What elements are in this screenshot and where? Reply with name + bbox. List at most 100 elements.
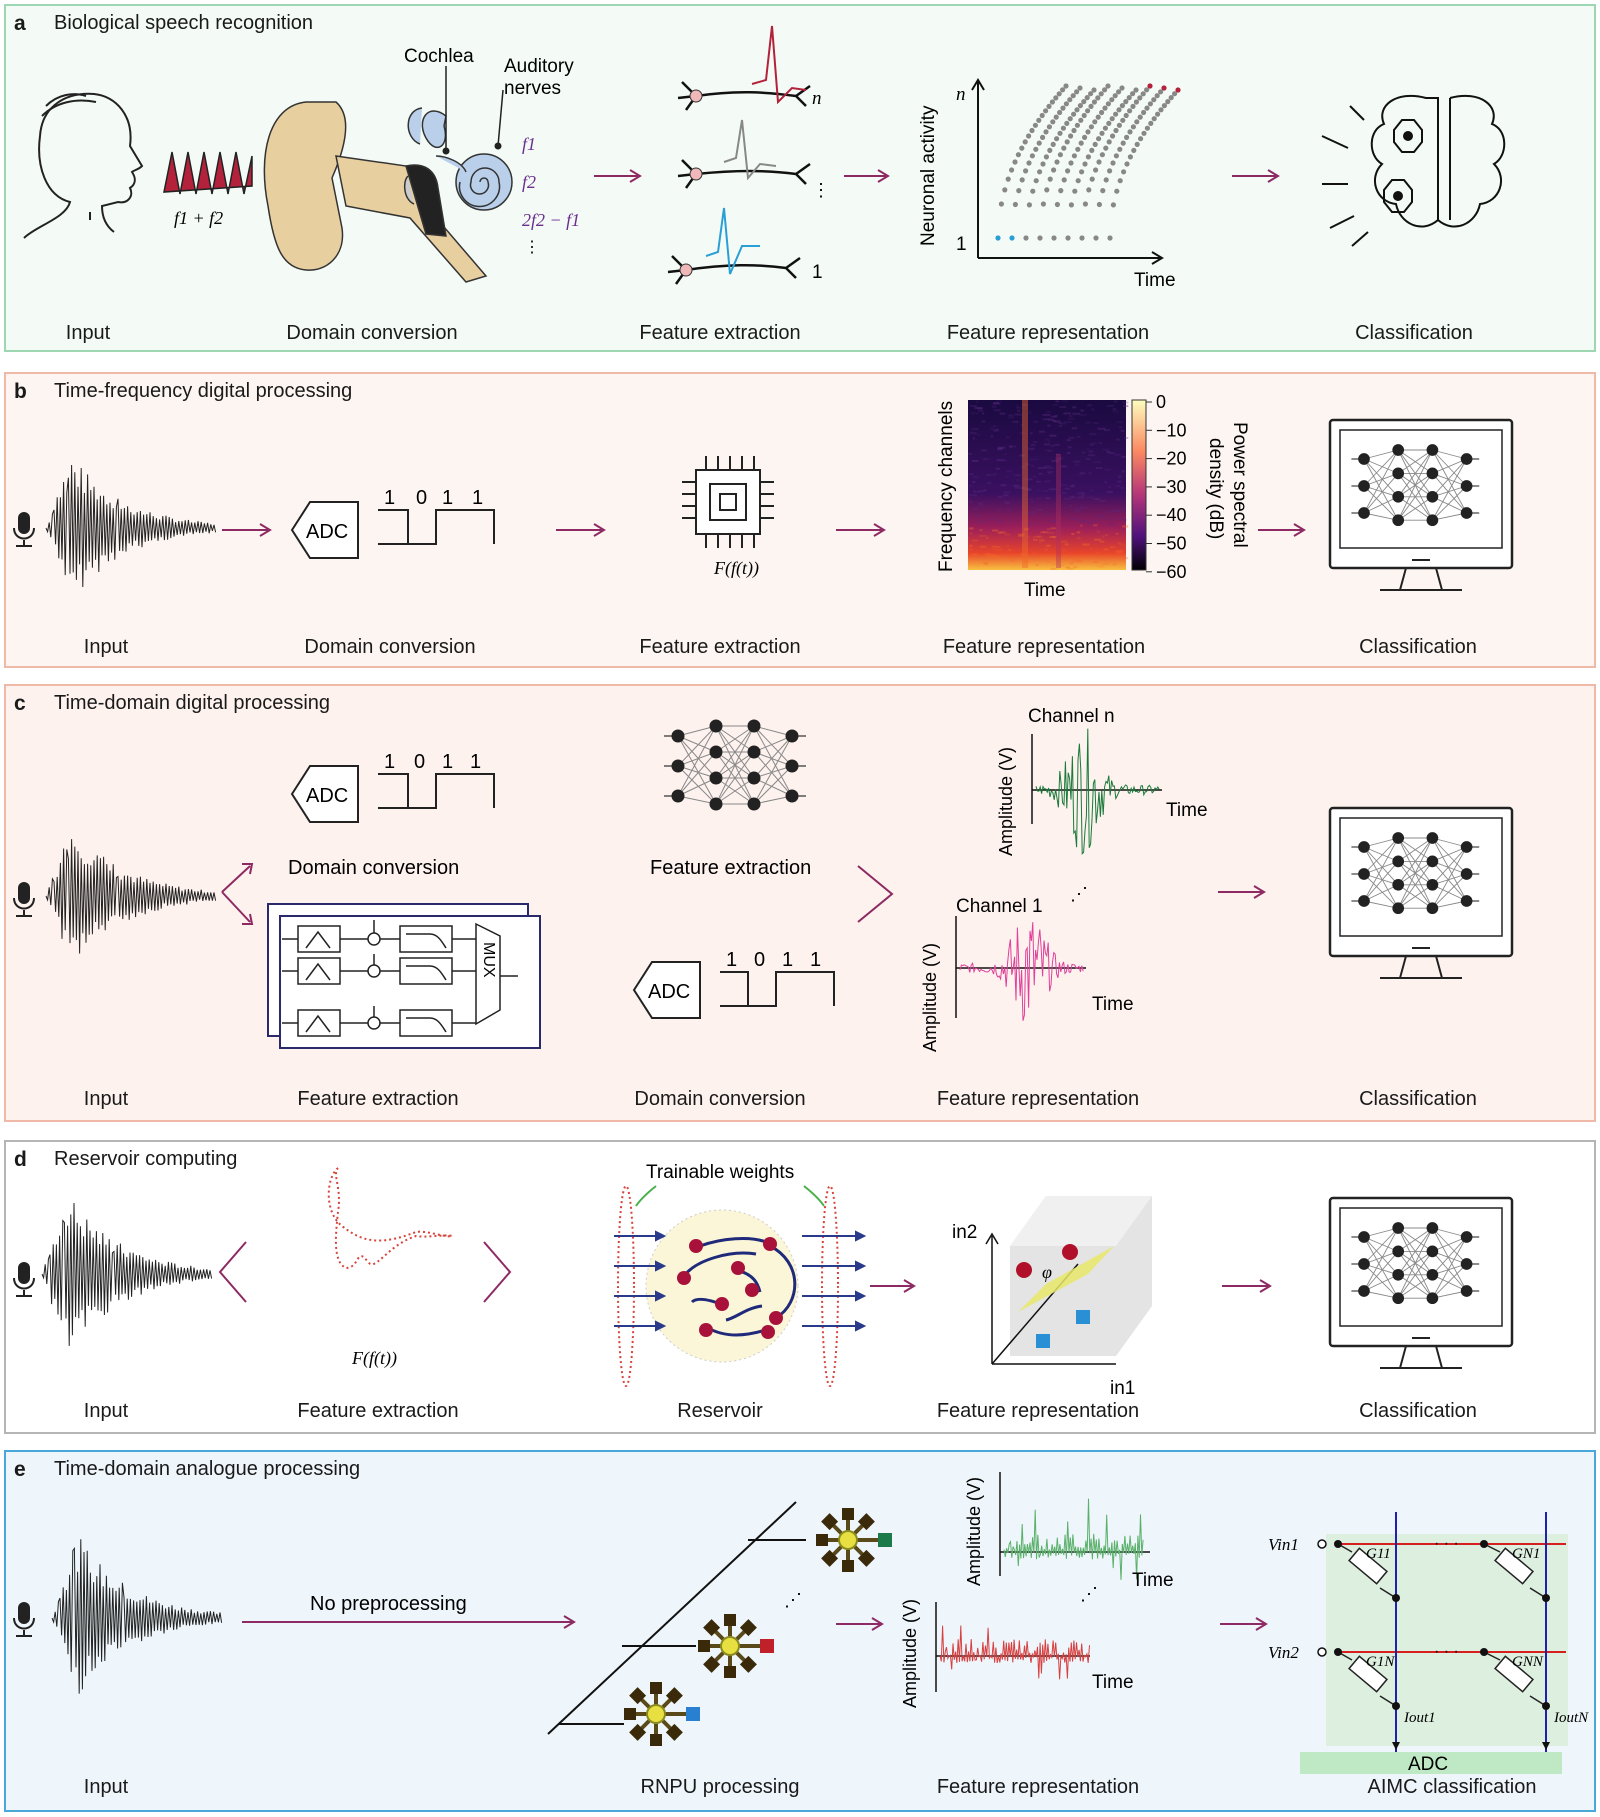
caption: Input — [83, 1088, 129, 1110]
caption: Feature representation — [936, 1400, 1140, 1422]
audio-waveform — [41, 1202, 213, 1346]
colorbar — [1131, 399, 1147, 571]
svg-text:−30: −30 — [1156, 477, 1187, 497]
microphone-icon — [13, 1262, 35, 1297]
merge-arrow — [857, 865, 894, 923]
caption: Feature representation — [946, 322, 1150, 344]
vin2-label: Vin2 — [1268, 1643, 1299, 1662]
caption: Domain conversion — [634, 1088, 806, 1110]
caption: Domain conversion — [304, 636, 476, 658]
panel-label: a — [14, 12, 26, 35]
svg-text:−60: −60 — [1156, 562, 1187, 582]
adc-bar — [1300, 1752, 1562, 1774]
time-label: Time — [1092, 1672, 1134, 1693]
adc-label: ADC — [306, 521, 348, 543]
dots: · · · — [1434, 1535, 1459, 1552]
class-cube — [1036, 1334, 1050, 1348]
adc-label: ADC — [1408, 1754, 1448, 1775]
colorbar-label-2: density (dB) — [1205, 438, 1226, 539]
bit: 0 — [416, 487, 427, 509]
rnpu-output-trace — [939, 1625, 1090, 1680]
soma — [689, 167, 703, 181]
dots: ⋰ — [1070, 884, 1088, 904]
ear-icon — [263, 101, 513, 283]
bit: 1 — [470, 751, 481, 773]
bit: 1 — [384, 487, 395, 509]
channel-1-trace — [959, 922, 1084, 1021]
panel-b: b Time-frequency digital processing ADC … — [4, 372, 1596, 668]
caption: Reservoir — [677, 1400, 763, 1422]
arrow-head — [1253, 885, 1266, 899]
function-label: F(f(t)) — [351, 1348, 397, 1369]
panel-title: Time-frequency digital processing — [54, 380, 353, 402]
bitstream-icon — [378, 773, 495, 809]
channel-n-trace — [1035, 728, 1160, 855]
input-terminal — [1317, 1647, 1327, 1657]
freq-label: f1 — [522, 134, 536, 154]
dots: ⋰ — [1080, 1584, 1098, 1604]
axis-arrow — [971, 78, 985, 91]
iout1-label: Iout1 — [1403, 1710, 1436, 1726]
decision-plane — [1018, 1246, 1114, 1312]
brain-dot — [1403, 131, 1413, 141]
monitor-icon — [1328, 806, 1514, 979]
caption: Feature representation — [936, 1776, 1140, 1798]
class-cube — [1076, 1310, 1090, 1324]
adc-icon — [632, 961, 701, 1019]
dots: ⋮ — [812, 180, 830, 200]
gnn-label: GNN — [1512, 1654, 1544, 1670]
microphone-icon — [13, 1602, 35, 1637]
bit: 1 — [726, 949, 737, 971]
filter-bank-blocks — [282, 920, 518, 1037]
pointer-arrow — [803, 1185, 825, 1207]
arrow-head — [873, 523, 886, 537]
panel-a-art: f1 + f2 Cochlea Auditory nerves f1 f2 2f… — [23, 25, 1506, 291]
bit: 1 — [472, 487, 483, 509]
sound-wave-icon — [163, 151, 253, 195]
adc-label: ADC — [648, 981, 690, 1003]
bit: 1 — [442, 487, 453, 509]
caption: Classification — [1359, 1400, 1477, 1422]
brain-icon — [1321, 94, 1506, 247]
in1-label: in1 — [1110, 1378, 1135, 1399]
axis-arrow — [985, 1232, 999, 1245]
bitstream-icon — [720, 971, 835, 1007]
weight-layer — [617, 1185, 635, 1387]
svg-text:−50: −50 — [1156, 534, 1187, 554]
phi-label: φ — [1042, 1262, 1052, 1282]
spectro-xlabel: Time — [1024, 580, 1066, 601]
neuron-label: 1 — [812, 262, 823, 283]
time-label: Time — [1132, 1570, 1174, 1591]
colorbar-label-1: Power spectral — [1229, 422, 1250, 548]
panel-d-art: F(f(t)) Trainable weights — [13, 1162, 1514, 1399]
panel-a: a Biological speech recognition f1 + f2 — [4, 4, 1596, 352]
spectrogram-texture — [968, 400, 1129, 570]
panel-label: d — [14, 1148, 27, 1171]
caption: RNPU processing — [640, 1776, 800, 1798]
raster-ytick: 1 — [956, 234, 967, 255]
freq-label: f2 — [522, 172, 536, 192]
rnpu-device-icon — [816, 1508, 892, 1572]
split-arrow — [221, 865, 251, 923]
caption: Domain conversion — [286, 322, 458, 344]
auditory-label-2: nerves — [504, 78, 561, 99]
in2-label: in2 — [952, 1222, 977, 1243]
panel-c-art: ADC 1 0 1 1 Domain conversion MUX Featur… — [13, 706, 1514, 1052]
bit: 1 — [782, 949, 793, 971]
arrow-head — [1267, 169, 1280, 183]
spike-trace — [751, 25, 807, 105]
caption: Feature extraction — [639, 636, 801, 658]
neuron-label: n — [812, 88, 822, 109]
bit: 0 — [414, 751, 425, 773]
neuron-icon — [667, 81, 811, 285]
axis-arrow — [1151, 251, 1164, 265]
caption: Feature extraction — [297, 1088, 459, 1110]
raster-ytick: n — [956, 84, 966, 105]
arrow-head — [903, 1279, 916, 1293]
panel-title: Time-domain digital processing — [54, 692, 331, 714]
channel-1-label: Channel 1 — [956, 896, 1043, 917]
svg-text:−20: −20 — [1156, 449, 1187, 469]
arrow-head — [1255, 1617, 1268, 1631]
audio-waveform — [45, 839, 217, 954]
gn1-label: GN1 — [1512, 1546, 1540, 1562]
